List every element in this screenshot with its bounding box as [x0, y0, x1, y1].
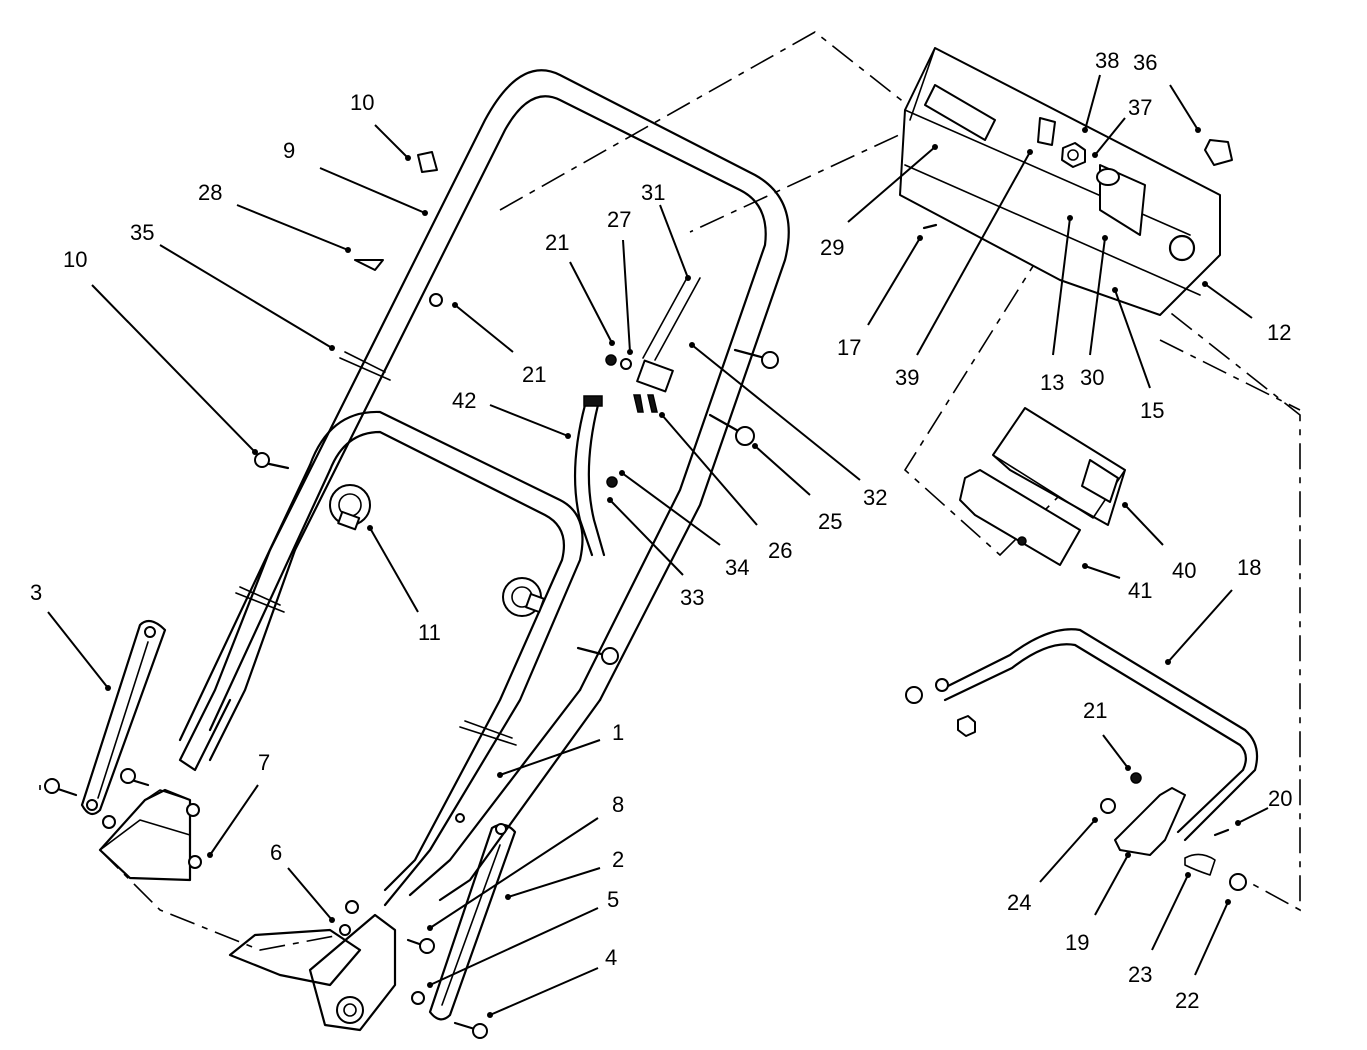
callout-labels: 1 2 3 4 5 6 7 8 9 10 10 11 12 13 15 17 1…	[30, 48, 1292, 1013]
left-frame	[98, 788, 192, 882]
callout-9: 9	[283, 138, 295, 163]
knob-parts	[329, 484, 545, 617]
cable-clips	[235, 351, 517, 746]
callout-10b: 10	[63, 247, 87, 272]
callout-18: 18	[1237, 555, 1261, 580]
left-bracket	[80, 619, 167, 816]
callout-5: 5	[607, 887, 619, 912]
callout-21a: 21	[545, 230, 569, 255]
callout-25: 25	[818, 509, 842, 534]
callout-8: 8	[612, 792, 624, 817]
battery-box	[992, 407, 1126, 526]
bolt-parts	[254, 348, 779, 665]
callout-32: 32	[863, 485, 887, 510]
callout-6: 6	[270, 840, 282, 865]
lower-handle	[178, 410, 584, 907]
callout-13: 13	[1040, 370, 1064, 395]
callout-42: 42	[452, 388, 476, 413]
callout-40: 40	[1172, 558, 1196, 583]
callout-4: 4	[605, 945, 617, 970]
callout-29: 29	[820, 235, 844, 260]
callout-27: 27	[607, 207, 631, 232]
callout-15: 15	[1140, 398, 1164, 423]
deck-mount	[228, 913, 397, 1032]
callout-7: 7	[258, 750, 270, 775]
battery-tray	[959, 469, 1081, 566]
control-panel	[899, 47, 1221, 316]
bolts-left	[44, 768, 202, 869]
callout-37: 37	[1128, 95, 1152, 120]
callout-11: 11	[418, 620, 441, 645]
callout-10a: 10	[350, 90, 374, 115]
knob-upper	[329, 484, 371, 531]
callout-22: 22	[1175, 988, 1199, 1013]
bail-hardware	[905, 686, 1247, 891]
right-bracket	[428, 823, 517, 1021]
callout-21b: 21	[522, 362, 546, 387]
callout-19: 19	[1065, 930, 1089, 955]
callout-20: 20	[1268, 786, 1292, 811]
panel-hardware	[922, 139, 1233, 230]
callout-28: 28	[198, 180, 222, 205]
callout-39: 39	[895, 365, 919, 390]
knob-lower	[502, 577, 545, 617]
leader-lines	[47, 74, 1269, 1018]
callout-17: 17	[837, 335, 861, 360]
callout-34: 34	[725, 555, 749, 580]
callout-23: 23	[1128, 962, 1152, 987]
small-hardware-left	[354, 151, 618, 488]
callout-12: 12	[1267, 320, 1291, 345]
bolts-right	[339, 813, 488, 1039]
callout-1: 1	[612, 720, 624, 745]
callout-2: 2	[612, 847, 624, 872]
callout-36: 36	[1133, 50, 1157, 75]
callout-24: 24	[1007, 890, 1031, 915]
upper-handle	[178, 69, 790, 902]
callout-30: 30	[1080, 365, 1104, 390]
callout-33: 33	[680, 585, 704, 610]
callout-41: 41	[1128, 578, 1152, 603]
switch-bracket	[605, 275, 701, 413]
callout-31: 31	[641, 180, 665, 205]
callout-38: 38	[1095, 48, 1119, 73]
cable	[573, 395, 606, 557]
bail	[935, 628, 1259, 842]
callout-35: 35	[130, 220, 154, 245]
callout-21c: 21	[1083, 698, 1107, 723]
callout-3: 3	[30, 580, 42, 605]
callout-26: 26	[768, 538, 792, 563]
